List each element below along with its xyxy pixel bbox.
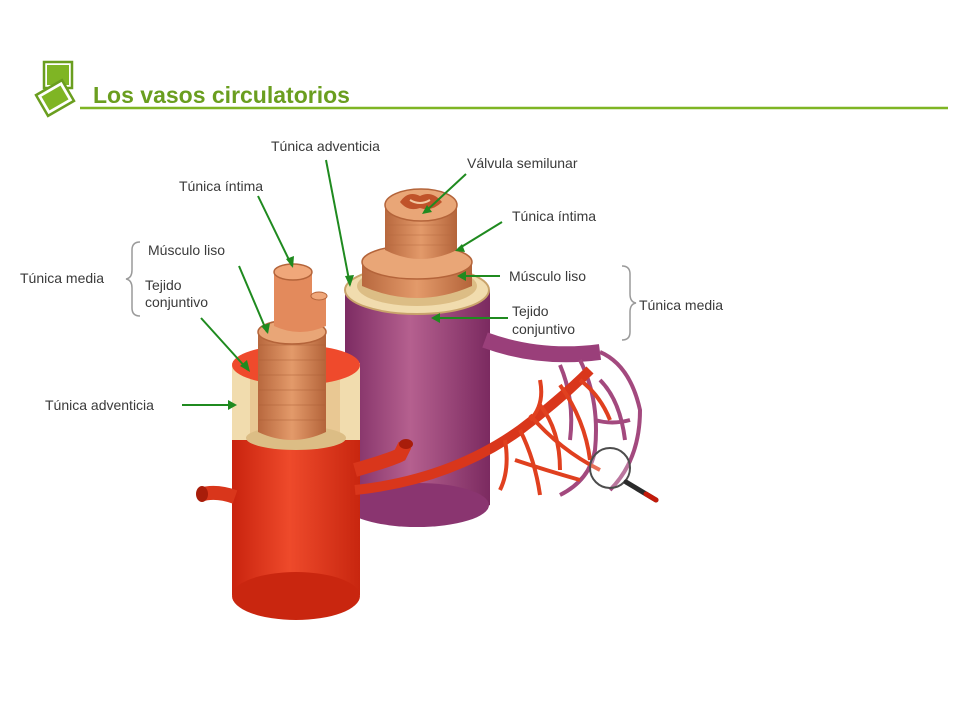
label-tejido-left: Tejido bbox=[145, 277, 182, 293]
arrow-tunica-intima-left bbox=[257, 195, 293, 267]
page-title: Los vasos circulatorios bbox=[93, 82, 350, 108]
label-tunica-intima-left: Túnica íntima bbox=[179, 178, 264, 194]
label-conjuntivo-right: conjuntivo bbox=[512, 321, 576, 337]
arrow-valvula bbox=[424, 173, 467, 213]
label-musculo-liso-left: Músculo liso bbox=[148, 242, 226, 258]
label-conjuntivo-left: conjuntivo bbox=[145, 294, 209, 310]
arrow-tejido-left bbox=[200, 317, 249, 371]
label-tunica-media-right: Túnica media bbox=[639, 297, 724, 313]
label-valvula-semilunar: Válvula semilunar bbox=[467, 155, 578, 171]
slide-icon bbox=[34, 60, 76, 118]
label-musculo-liso-right: Músculo liso bbox=[509, 268, 587, 284]
arrow-tunica-intima-right bbox=[457, 221, 503, 250]
pointer-lines bbox=[182, 159, 508, 406]
capillary-network-arterial bbox=[498, 378, 612, 496]
label-tejido-right: Tejido bbox=[512, 303, 549, 319]
artery-intima bbox=[273, 263, 328, 332]
arrow-musculo-liso-left bbox=[238, 265, 268, 333]
artery-muscle-layer bbox=[257, 319, 327, 440]
label-tunica-media-left: Túnica media bbox=[20, 270, 105, 286]
label-tunica-adventicia-bottom: Túnica adventicia bbox=[45, 397, 154, 413]
magnifier-icon bbox=[589, 447, 659, 503]
arrowheads bbox=[228, 205, 466, 410]
label-tunica-intima-right: Túnica íntima bbox=[512, 208, 597, 224]
arrow-tunica-adventicia-top bbox=[325, 159, 351, 286]
vein-intima bbox=[384, 188, 458, 259]
brace-tunica-media-right bbox=[621, 265, 637, 341]
brace-tunica-media-left bbox=[125, 241, 141, 317]
label-tunica-adventicia-top: Túnica adventicia bbox=[271, 138, 380, 154]
